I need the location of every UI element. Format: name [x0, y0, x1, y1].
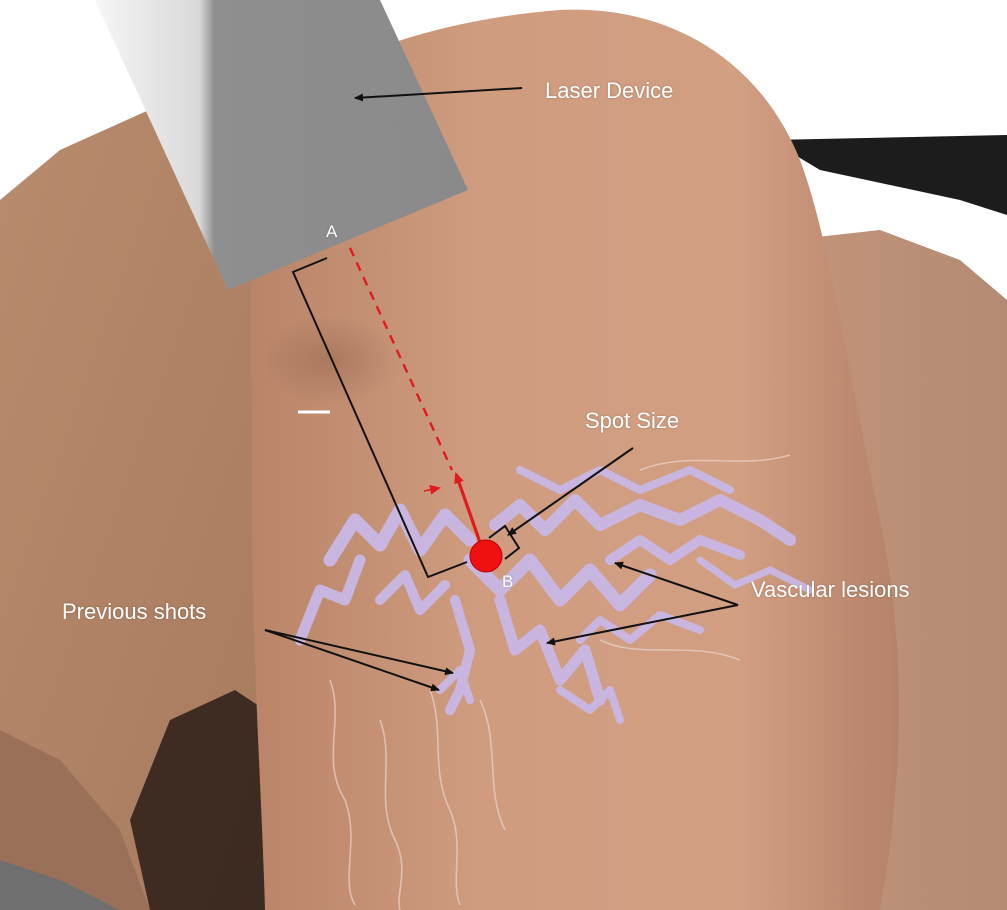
point-a-label: A — [326, 222, 337, 242]
laser-device-label: Laser Device — [545, 78, 673, 104]
laser-spot — [470, 540, 502, 572]
spot-size-label: Spot Size — [585, 408, 679, 434]
point-b-label: B — [502, 572, 513, 592]
vascular-lesions-label: Vascular lesions — [751, 577, 910, 603]
knee-shadow — [260, 315, 400, 405]
previous-shots-label: Previous shots — [62, 599, 206, 625]
